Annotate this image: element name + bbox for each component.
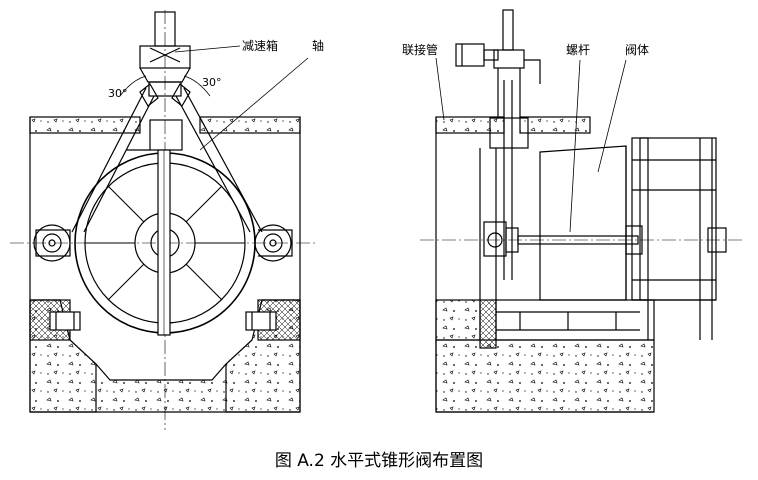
left-arm [71,87,155,233]
angle-left-label: 30° [108,87,128,100]
right-view [420,9,745,413]
motor [455,43,485,67]
right-bottom-bearing [245,311,277,331]
shaft-label: 轴 [312,38,324,53]
right-grout [479,299,497,349]
reducer-box [139,45,191,69]
figure-caption: 图 A.2 水平式锥形阀布置图 [274,451,484,471]
right-foundation [435,339,655,413]
connector-label: 联接管 [402,42,438,57]
angle-right-label: 30° [202,76,222,89]
right-coupling [483,221,507,257]
right-top-slab-left [435,116,505,134]
right-top-slab-right [519,116,591,134]
screw-rod [517,235,639,245]
left-bottom-bearing [49,311,81,331]
left-view [10,10,318,430]
valve-body-label: 阀体 [625,43,649,57]
right-vertical-shaft [502,9,514,51]
left-top-slab-right [199,116,301,134]
valve-body [539,145,627,301]
screw-label: 螺杆 [566,43,590,57]
right-trunnion [254,224,292,262]
reducer-label: 减速箱 [242,38,278,53]
